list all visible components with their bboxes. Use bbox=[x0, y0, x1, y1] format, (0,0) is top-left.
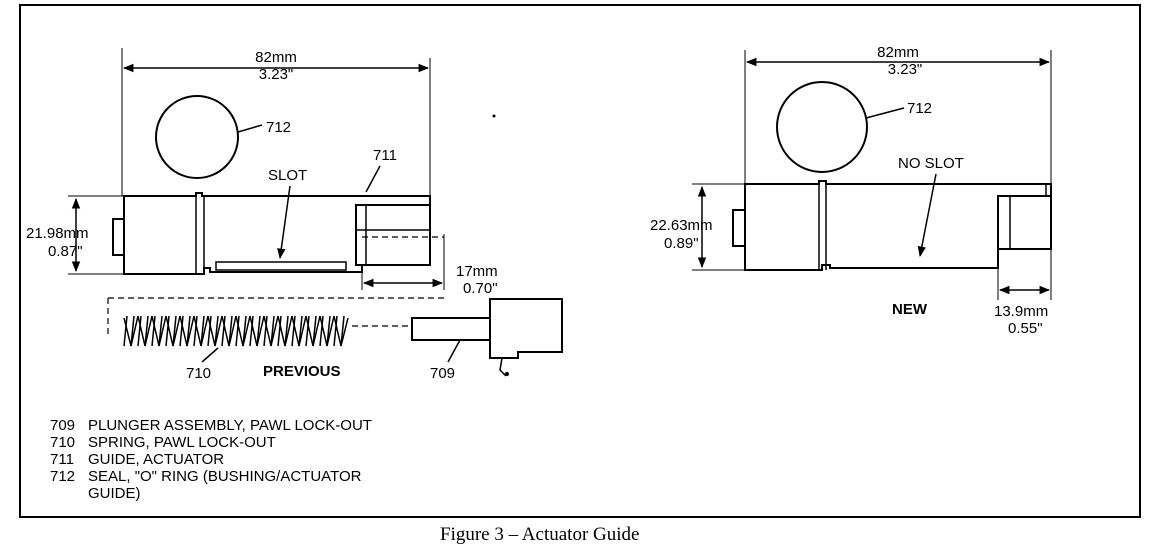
legend-num-3: 712 bbox=[50, 468, 75, 485]
new-diameter-mm: 22.63mm bbox=[650, 217, 713, 234]
previous-diameter-in: 0.87" bbox=[48, 243, 83, 260]
previous-slot bbox=[215, 261, 347, 271]
previous-assembly: 82mm 3.23" 712 SLOT 711 21.98mm 0.87" 17… bbox=[26, 48, 563, 382]
legend-text-0: PLUNGER ASSEMBLY, PAWL LOCK-OUT bbox=[88, 417, 372, 434]
previous-slot-label: SLOT bbox=[268, 167, 307, 184]
legend-text-2: GUIDE, ACTUATOR bbox=[88, 451, 224, 468]
previous-diameter-mm: 21.98mm bbox=[26, 225, 89, 242]
legend-num-0: 709 bbox=[50, 417, 75, 434]
previous-callout-710: 710 bbox=[186, 365, 211, 382]
previous-slot-length-mm: 17mm bbox=[456, 263, 498, 280]
previous-plunger-assembly bbox=[411, 298, 563, 377]
previous-callout-712: 712 bbox=[266, 119, 291, 136]
new-width-mm: 82mm bbox=[877, 44, 919, 61]
new-caption: NEW bbox=[892, 301, 928, 318]
previous-spring bbox=[107, 297, 444, 347]
new-width-in: 3.23" bbox=[888, 61, 923, 78]
new-diameter-in: 0.89" bbox=[664, 235, 699, 252]
new-o-ring-seal bbox=[776, 81, 868, 173]
legend-text-4: GUIDE) bbox=[88, 485, 141, 502]
legend-text-1: SPRING, PAWL LOCK-OUT bbox=[88, 434, 276, 451]
new-end-length-in: 0.55" bbox=[1008, 320, 1043, 337]
previous-width-mm: 82mm bbox=[255, 49, 297, 66]
legend-text-3: SEAL, "O" RING (BUSHING/ACTUATOR bbox=[88, 468, 362, 485]
legend-num-1: 710 bbox=[50, 434, 75, 451]
new-no-slot-label: NO SLOT bbox=[898, 155, 964, 172]
previous-callout-709: 709 bbox=[430, 365, 455, 382]
previous-caption: PREVIOUS bbox=[263, 363, 341, 380]
new-end-length-mm: 13.9mm bbox=[994, 303, 1048, 320]
new-callout-712: 712 bbox=[907, 100, 932, 117]
new-assembly: 82mm 3.23" 712 NO SLOT 22.63mm 0.89" 13.… bbox=[650, 44, 1052, 337]
previous-callout-711: 711 bbox=[373, 147, 397, 164]
parts-legend: 709 PLUNGER ASSEMBLY, PAWL LOCK-OUT 710 … bbox=[50, 417, 372, 502]
speck bbox=[492, 114, 496, 118]
previous-o-ring-seal bbox=[155, 95, 239, 179]
figure-caption: Figure 3 – Actuator Guide bbox=[440, 524, 639, 545]
figure-border bbox=[19, 4, 1141, 518]
previous-slot-length-in: 0.70" bbox=[463, 280, 498, 297]
previous-width-in: 3.23" bbox=[259, 66, 294, 83]
legend-num-2: 711 bbox=[50, 451, 74, 468]
